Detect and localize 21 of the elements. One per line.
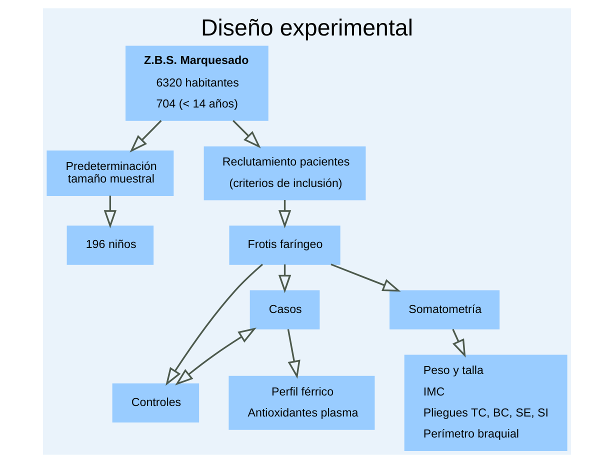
node-box: 196 niños	[66, 226, 154, 265]
arrow	[103, 196, 116, 228]
arrow	[286, 329, 300, 379]
node-box: Frotis faríngeo	[228, 226, 340, 265]
node-box: Predeterminación tamaño muestral	[46, 150, 174, 196]
arrow	[232, 120, 260, 148]
node-box: Controles	[112, 383, 199, 422]
node-box: Somatometría	[389, 290, 500, 330]
node-box: Perfil férrico Antioxidantes plasma	[228, 376, 374, 430]
arrow	[278, 200, 291, 228]
diagram-title: Diseño experimental	[200, 14, 413, 40]
node-box: Z.B.S. Marquesado 6320 habitantes 704 (< 14 años)	[125, 46, 268, 121]
node-box: Reclutamiento pacientes (criterios de inclusión)	[203, 146, 366, 200]
node-box: Casos	[249, 290, 320, 330]
arrow	[452, 328, 466, 358]
arrow	[129, 120, 162, 152]
arrow	[165, 264, 263, 386]
node-box: Peso y talla IMC Pliegues TC, BC, SE, SI Perímetro braquial	[404, 354, 567, 452]
arrow	[278, 264, 291, 294]
arrow	[330, 264, 400, 292]
arrow	[174, 328, 256, 386]
